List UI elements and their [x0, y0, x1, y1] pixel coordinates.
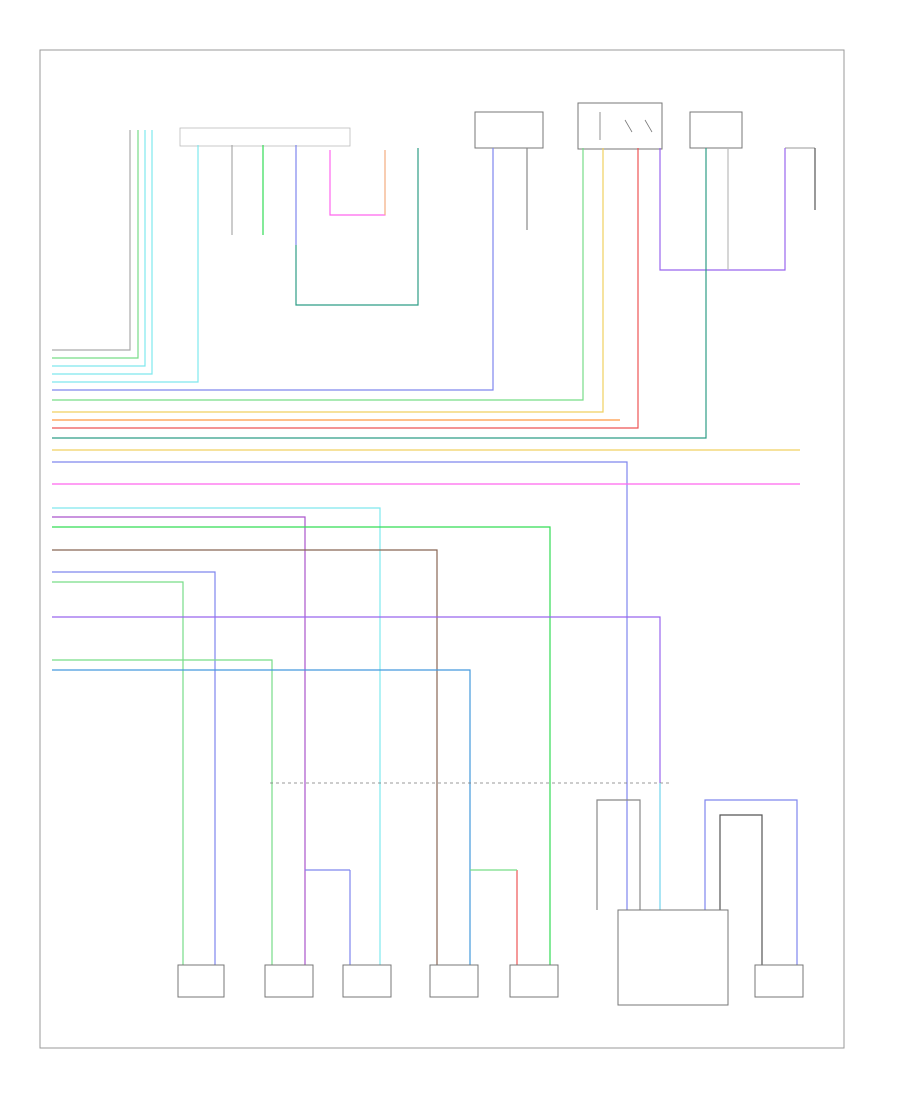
- wire-group-top: [52, 130, 816, 910]
- wire: [704, 799, 798, 965]
- component-box: [429, 964, 479, 998]
- component-box: [617, 909, 729, 1006]
- component-box: [509, 964, 559, 998]
- wire: [52, 145, 199, 383]
- wire: [52, 130, 146, 367]
- wire: [52, 581, 184, 965]
- component-top-5: [577, 102, 663, 150]
- wire: [52, 130, 131, 351]
- wire: [295, 148, 419, 306]
- wire: [52, 461, 628, 910]
- wire: [659, 148, 786, 271]
- component-bottom-row: [177, 909, 804, 1006]
- wire: [52, 659, 273, 965]
- wire: [52, 516, 306, 965]
- wire: [52, 148, 584, 401]
- wire: [52, 148, 707, 439]
- wire: [52, 616, 661, 910]
- wire: [52, 669, 471, 965]
- component-top-4: [474, 111, 544, 149]
- wire-group-bottom: [52, 507, 798, 965]
- wire: [52, 526, 551, 965]
- wire: [52, 148, 639, 429]
- wire: [52, 148, 604, 413]
- wire: [52, 571, 216, 965]
- wire: [52, 549, 438, 965]
- component-top-6: [689, 111, 743, 149]
- wire: [52, 130, 139, 359]
- component-box: [342, 964, 392, 998]
- component-top-2: [179, 127, 351, 147]
- wire: [52, 148, 494, 391]
- wire: [52, 507, 381, 965]
- component-box: [177, 964, 225, 998]
- component-box: [754, 964, 804, 998]
- wire: [719, 814, 763, 965]
- wire: [52, 130, 153, 375]
- wire: [329, 150, 386, 216]
- component-box: [264, 964, 314, 998]
- diagram-frame: [39, 49, 845, 1049]
- wire: [596, 799, 641, 910]
